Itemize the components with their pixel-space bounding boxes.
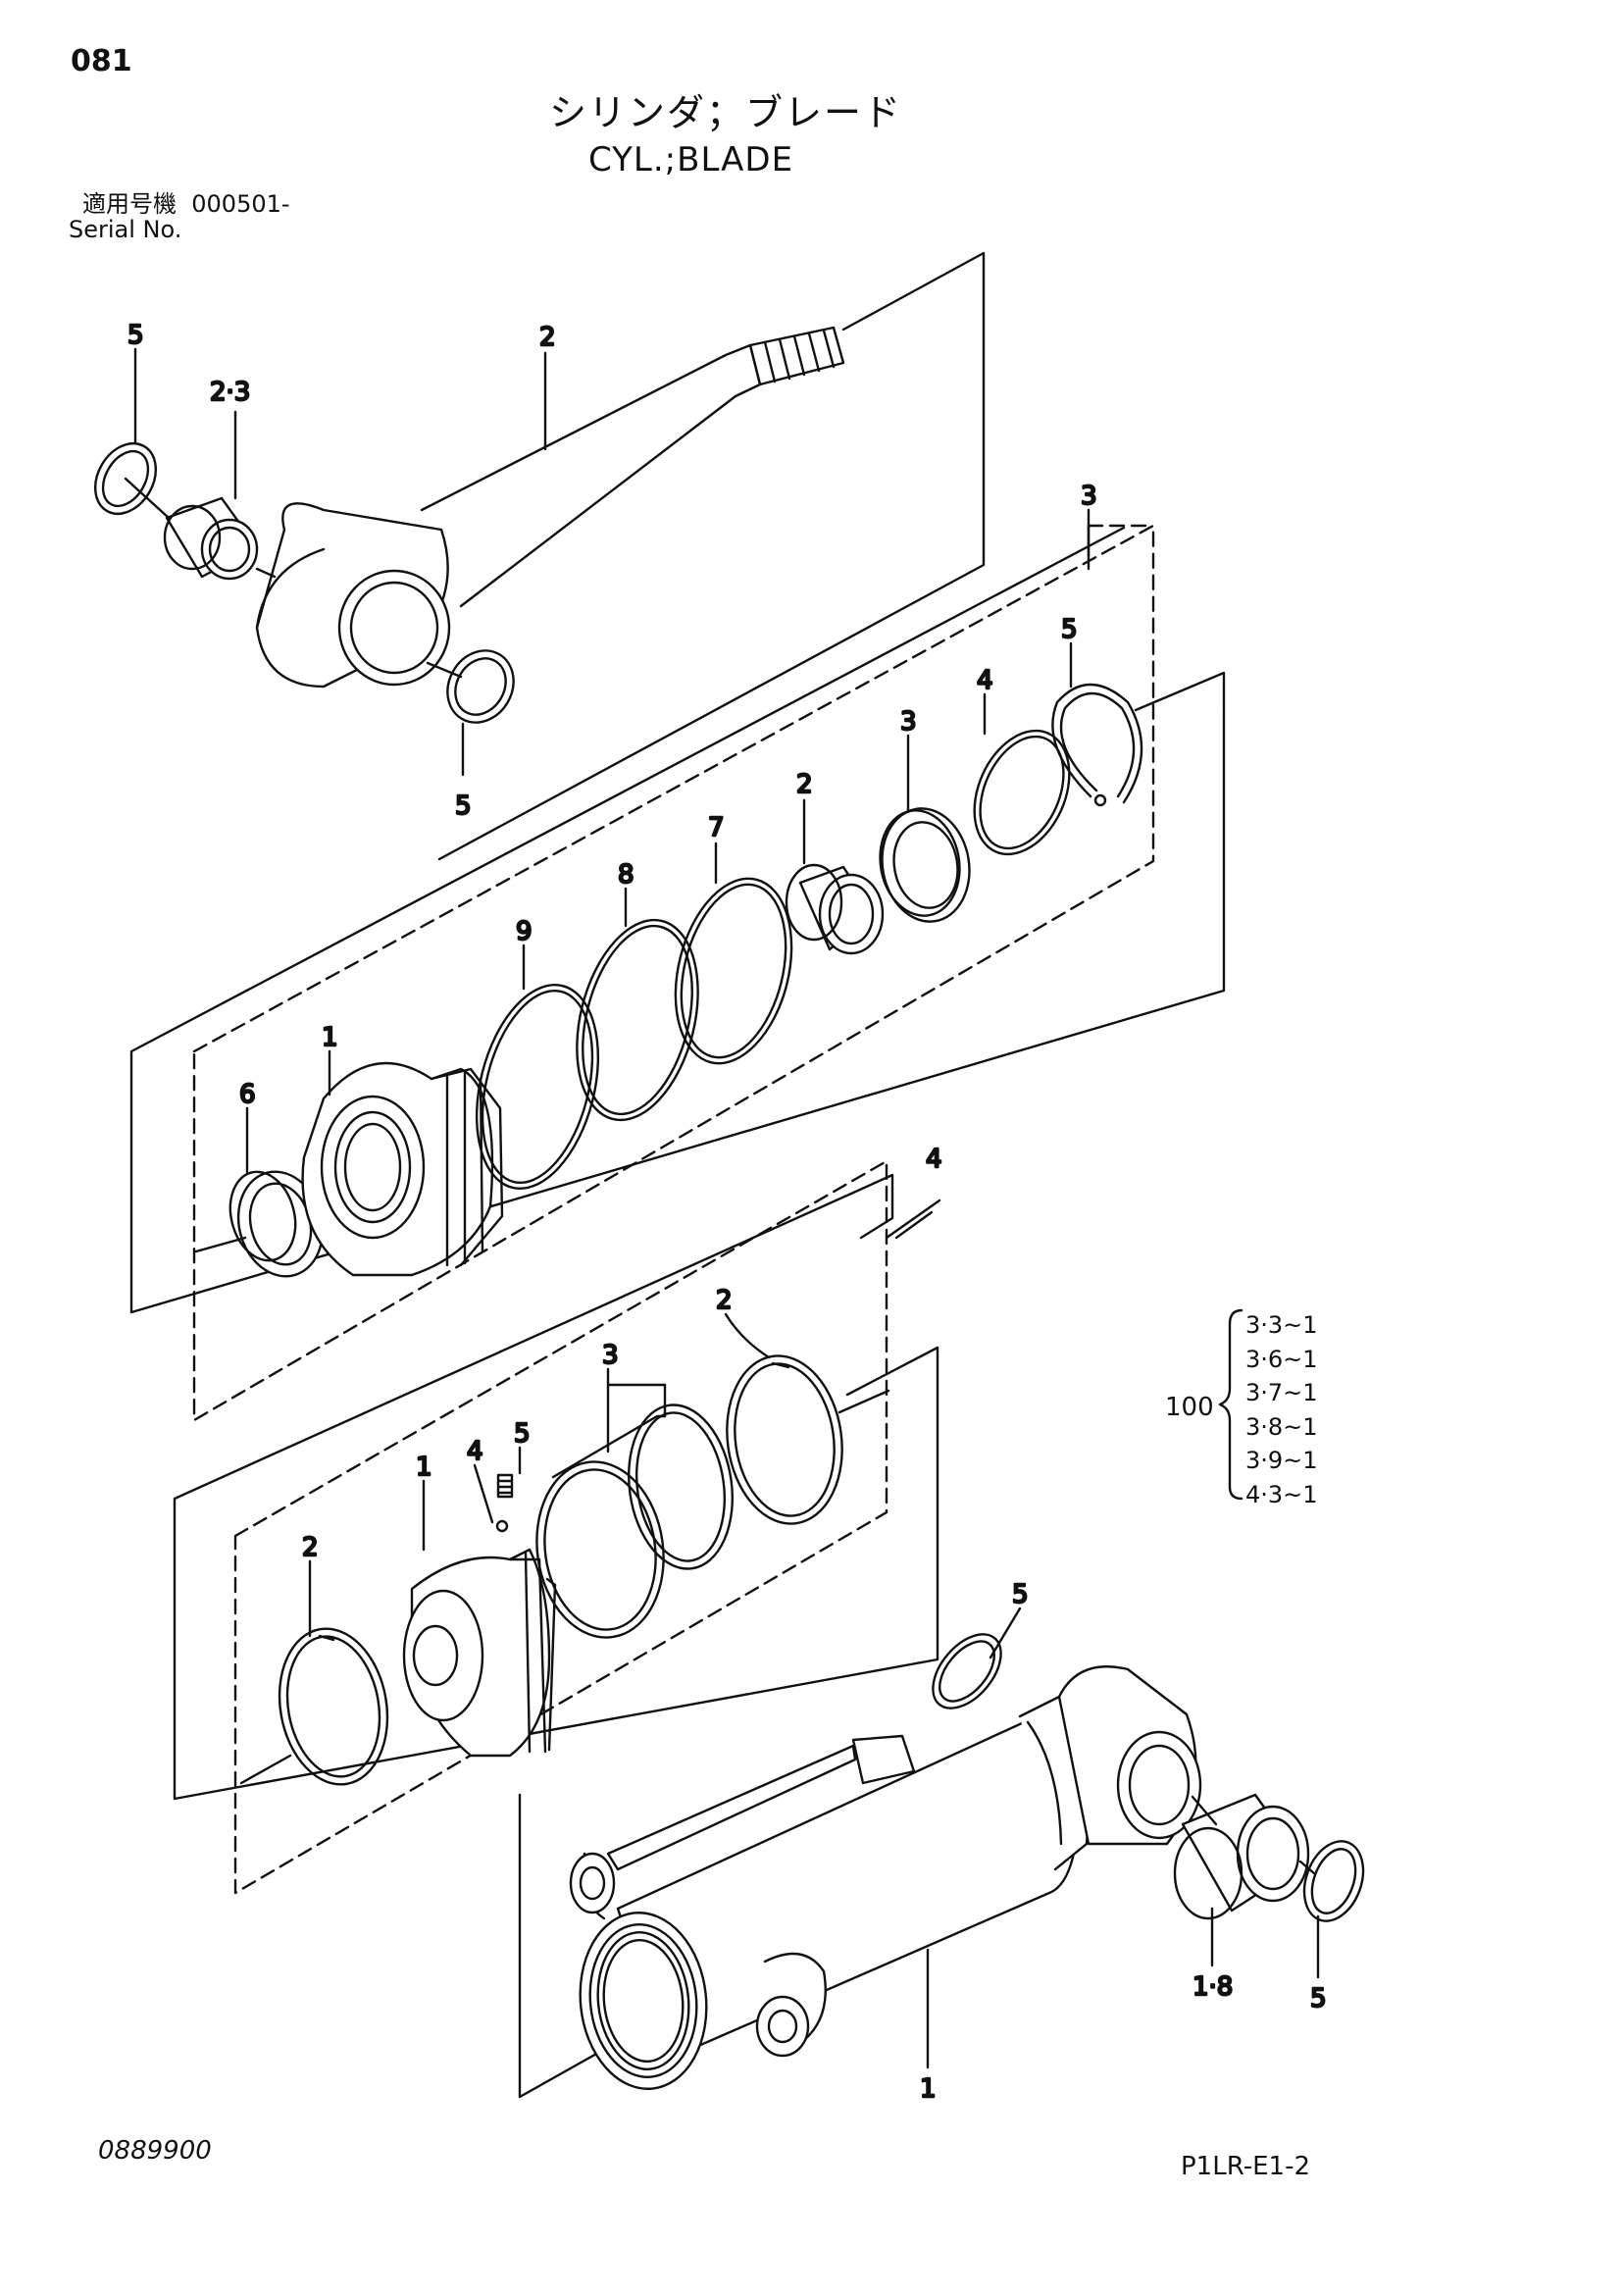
serial-label-en: Serial No. [69,216,182,243]
leader-tube-wiper-top [989,1607,1022,1659]
title-japanese: シリンダ；ブレード [549,91,903,134]
kit-item: 3·3~1 [1245,1311,1318,1339]
head-oring-8 [576,918,699,1122]
serial-value: 000501- [191,190,290,218]
head-backup-ring-part [973,729,1071,856]
kit-item: 3·7~1 [1245,1379,1318,1406]
rod-wiper-bottom [446,649,515,724]
callout-tube-wiper-top: 5 [1012,1580,1029,1609]
callout-piston-seal: 3 [602,1341,619,1370]
piston-seal-part-a-inner [543,1468,657,1631]
kit-item: 3·6~1 [1245,1345,1318,1373]
callout-piston-wear-ring: 2 [716,1286,733,1315]
head-retaining-ring-part [1051,683,1143,804]
callout-head-oring-9: 9 [516,917,533,946]
doc-code: 0889900 [98,2136,212,2166]
kit-item: 3·9~1 [1245,1447,1318,1474]
callout-rod-wiper-bottom: 5 [455,791,472,821]
title-english: CYL.;BLADE [588,140,794,179]
callout-head-oring-8: 8 [618,860,634,890]
piston-seal-part-a [535,1460,665,1639]
head-bushing-part [785,863,885,955]
tube-bushing-part [1173,1793,1310,1920]
tube-clevis [1057,1665,1202,1846]
kit-number: 100 [1165,1393,1214,1422]
callout-head-oring-7: 7 [708,813,725,842]
tube-group [518,1607,1365,2099]
head-group [129,508,1226,1422]
leader-piston-steel-ball [473,1463,494,1524]
callout-piston-wear-ring-left: 2 [302,1533,319,1562]
head-assembly-frame [192,524,1155,1422]
piston-seal-part-b [627,1403,735,1570]
kit-item: 4·3~1 [1245,1480,1318,1508]
rod-frame [437,251,986,861]
piston-assembly-frame [233,1159,888,1895]
rod-bushing-part [163,496,259,581]
piston-wear-ring-part [726,1354,843,1525]
leader-piston-assembly [894,1210,934,1240]
rod-eye [255,502,451,689]
tube-wiper-right-part [1302,1840,1365,1922]
callout-piston-set-screw: 5 [514,1419,531,1449]
rod-group [93,251,986,861]
drawing-code: P1LR-E1-2 [1181,2152,1310,2181]
callout-tube-bushing: 1·8 [1193,1972,1233,2002]
piston-frame [173,1173,939,1801]
callout-head-retaining-ring: 5 [1061,615,1078,644]
head-oring-9-inner [481,989,594,1185]
piston-group [173,1159,941,1895]
kit-list: 3·3~1 3·6~1 3·7~1 3·8~1 3·9~1 4·3~1 [1245,1308,1318,1511]
head-body-part [301,1061,504,1277]
rod-wiper-left [93,442,158,515]
piston-set-screw-part [496,1473,514,1499]
serial-label-ja-text: 適用号機 [82,190,177,218]
tube-oil-pipe [569,1734,916,1920]
callout-piston-assembly: 4 [926,1145,942,1174]
rod-shaft [420,343,762,608]
head-frame [129,526,1226,1314]
callout-head-assembly: 3 [1081,482,1097,511]
tube-port [755,1952,827,2058]
head-oring-7 [674,877,793,1065]
callout-tube: 1 [920,2074,937,2104]
head-backup-ring-inner [979,735,1065,850]
piston-wear-ring-left-part [278,1627,389,1786]
kit-item: 3·8~1 [1245,1412,1318,1441]
callout-piston-steel-ball: 4 [467,1437,483,1466]
piston-seal-part-b-inner [634,1411,727,1562]
tube-wiper-top-part [932,1633,1002,1709]
callout-tube-wiper-right: 5 [1310,1984,1327,2014]
callout-head-dust-seal: 6 [239,1080,256,1109]
head-oring-7-inner [680,883,787,1059]
head-oring-9 [475,983,600,1191]
piston-steel-ball-part [495,1519,509,1533]
callout-rod-bushing: 2·3 [210,378,250,407]
callout-rod: 2 [539,323,556,352]
callout-head-backup-ring: 4 [977,666,993,695]
kit-brace [1218,1308,1243,1501]
rod-thread [748,326,845,386]
serial-label-ja: 適用号機 000501- [82,192,290,216]
leader-piston-wear-ring [724,1312,771,1359]
tube-thread-end [579,1912,708,2090]
callout-head-rod-seal: 3 [900,707,917,737]
piston-body-part [402,1548,557,1758]
head-rod-seal-part [879,807,971,923]
callout-head-body: 1 [322,1023,338,1052]
callout-rod-wiper-left: 5 [127,321,144,350]
page-number: 081 [71,44,132,78]
callout-piston-body: 1 [416,1453,432,1482]
callout-head-bushing: 2 [796,770,813,799]
